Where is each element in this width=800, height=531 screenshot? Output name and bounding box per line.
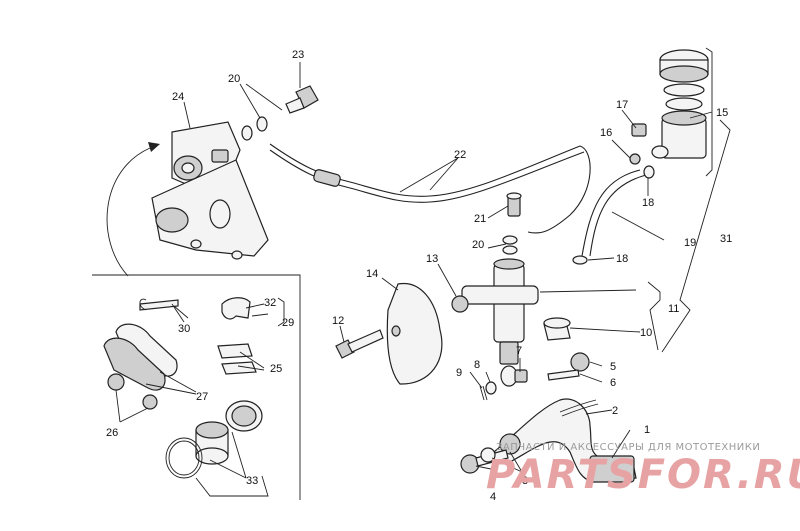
return-spring [559, 399, 599, 417]
callout-15: 15 [716, 107, 728, 119]
callout-18-lower: 18 [616, 253, 628, 265]
heat-shield [386, 282, 443, 385]
callout-20-lower: 20 [472, 239, 484, 251]
piston-seal [165, 437, 203, 479]
callout-21: 21 [474, 213, 486, 225]
callout-16: 16 [600, 127, 612, 139]
callout-9: 9 [456, 367, 462, 379]
callout-12: 12 [332, 315, 344, 327]
brake-reservoir [651, 49, 709, 159]
callout-6: 6 [610, 377, 616, 389]
hose-fitting [506, 192, 522, 217]
brake-pedal [492, 398, 637, 483]
callout-14: 14 [366, 268, 378, 280]
copper-washer [502, 245, 518, 255]
callout-33: 33 [246, 475, 258, 487]
watermark: ЗАПЧАСТИ И АКСЕССУАРЫ ДЛЯ МОТОТЕХНИКИ PA… [486, 442, 800, 498]
callout-20-upper: 20 [228, 73, 240, 85]
bleed-screw [107, 373, 125, 391]
caliper-piston [195, 400, 263, 465]
callout-24: 24 [172, 91, 184, 103]
shield-hole [391, 325, 401, 337]
pad-spring [221, 297, 251, 320]
watermark-tagline: ЗАПЧАСТИ И АКСЕССУАРЫ ДЛЯ МОТОТЕХНИКИ [496, 442, 760, 453]
group-brackets [195, 47, 731, 497]
callout-17: 17 [616, 99, 628, 111]
boot [543, 317, 571, 341]
copper-washer [241, 125, 253, 141]
copper-washer [256, 116, 268, 132]
hose-clamp [572, 255, 588, 265]
callout-10: 10 [640, 327, 652, 339]
callout-2: 2 [612, 405, 618, 417]
banjo-bolt [285, 85, 319, 114]
callout-4: 4 [490, 491, 496, 503]
clamp-screw [629, 153, 641, 165]
callout-31: 31 [720, 233, 732, 245]
mounting-bolt [335, 329, 384, 359]
copper-washer [502, 235, 518, 245]
callout-18-upper: 18 [642, 197, 654, 209]
cotter-pin [479, 385, 488, 401]
callout-7: 7 [516, 345, 522, 357]
callout-3: 3 [522, 475, 528, 487]
callout-26: 26 [106, 427, 118, 439]
dust-cap [142, 394, 158, 410]
callout-labels: 1 2 3 4 5 6 7 8 9 10 11 12 13 14 15 16 1… [106, 49, 732, 503]
adjuster-screw [547, 369, 580, 381]
callout-23: 23 [292, 49, 304, 61]
inset-arrow-head [148, 142, 160, 152]
pad-pin [139, 298, 179, 311]
callout-13: 13 [426, 253, 438, 265]
piston-seal [168, 440, 200, 476]
inset-arrow [106, 147, 151, 277]
callout-5: 5 [610, 361, 616, 373]
callout-19: 19 [684, 237, 696, 249]
brake-hose [269, 143, 591, 234]
hose-clamp [643, 165, 655, 179]
caliper-detail-inset [92, 274, 301, 500]
brake-pads [103, 323, 178, 391]
watermark-brand: PARTSFOR.RU [486, 452, 800, 498]
callout-32: 32 [264, 297, 276, 309]
pivot-bushing [480, 447, 496, 463]
callout-22: 22 [454, 149, 466, 161]
washer [485, 381, 497, 395]
callout-29: 29 [282, 317, 294, 329]
callout-27: 27 [196, 391, 208, 403]
brake-caliper [151, 121, 269, 260]
spacer [451, 295, 469, 313]
master-cylinder [461, 258, 539, 387]
reservoir-hose [581, 169, 647, 257]
callout-8: 8 [474, 359, 480, 371]
nut [514, 369, 528, 383]
callout-11: 11 [668, 303, 679, 315]
leader-lines [115, 62, 713, 479]
callout-1: 1 [644, 424, 650, 436]
callout-25: 25 [270, 363, 282, 375]
callout-30: 30 [178, 323, 190, 335]
rubber-bushing [570, 352, 590, 372]
